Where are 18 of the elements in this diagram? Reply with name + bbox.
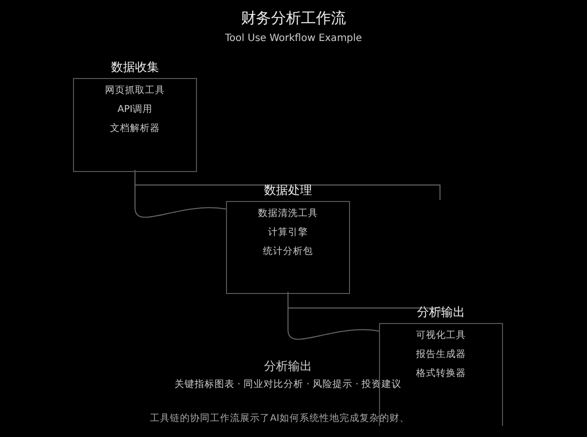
section-heading: 分析输出 <box>263 358 313 375</box>
box-heading: 分析输出 <box>416 304 466 321</box>
tool-name: 格式转换器 <box>415 368 467 380</box>
diagram-title: 财务分析工作流 <box>240 9 347 28</box>
tool-name: 文档解析器 <box>109 123 161 135</box>
tool-name: 报告生成器 <box>415 349 467 361</box>
box-heading: 数据收集 <box>110 59 160 76</box>
tool-name: 网页抓取工具 <box>104 85 166 97</box>
tool-name: 可视化工具 <box>415 330 467 342</box>
box-heading: 数据处理 <box>263 182 313 199</box>
tool-name: API调用 <box>116 104 154 116</box>
connector-line <box>288 294 380 340</box>
tool-name: 数据清洗工具 <box>257 208 319 220</box>
tool-name: 计算引擎 <box>267 227 309 239</box>
connector-line <box>134 172 226 218</box>
subtitle: Tool Use Workflow Example <box>224 33 363 44</box>
caption-text: 工具链的协同工作流展示了AI如何系统性地完成复杂的财、 <box>150 412 410 425</box>
tool-name: 统计分析包 <box>262 246 314 258</box>
